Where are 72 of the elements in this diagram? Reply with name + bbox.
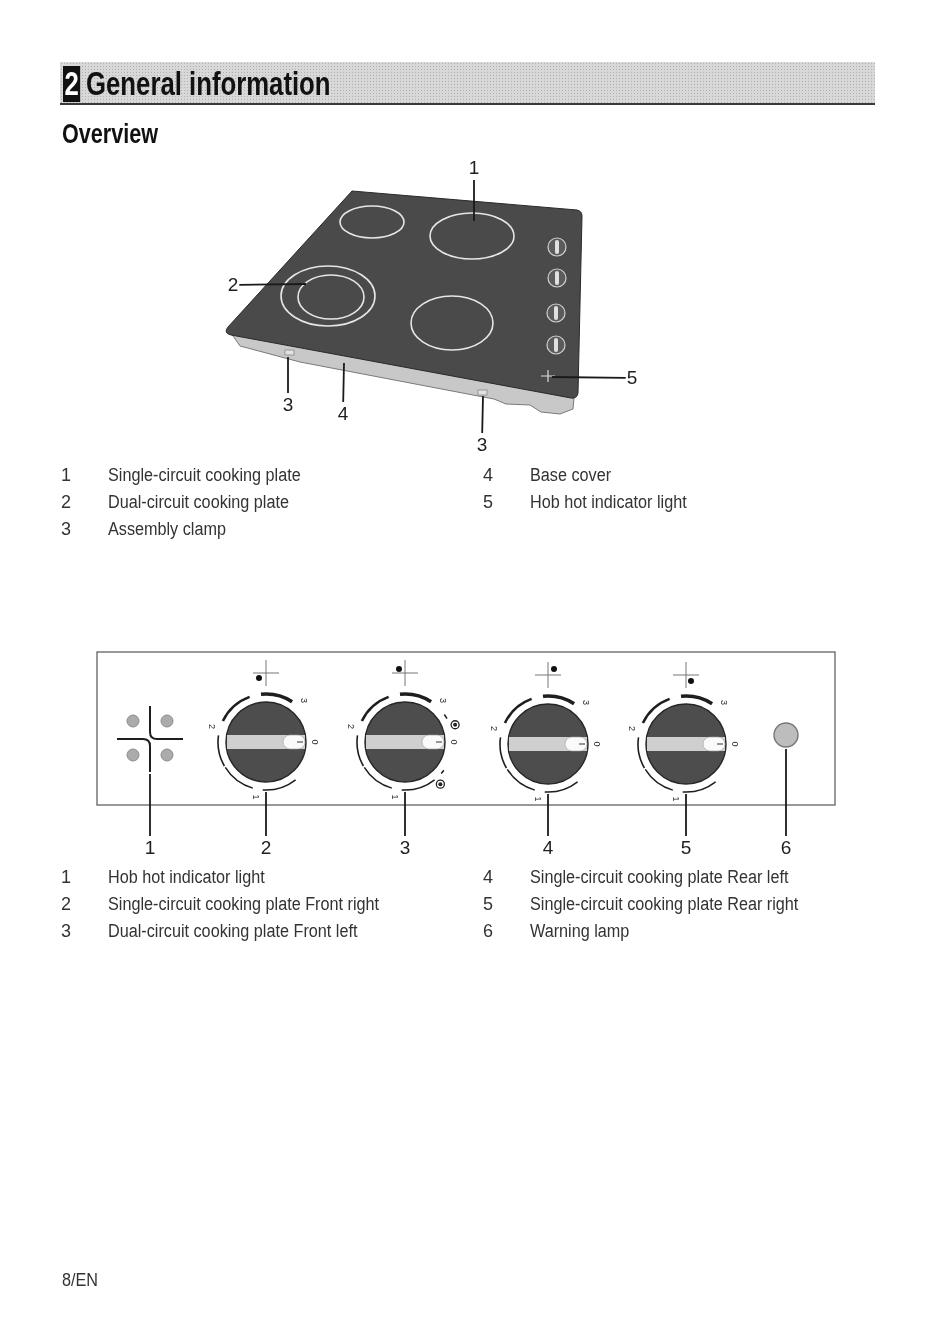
leader-line xyxy=(287,356,289,394)
list-number: 2 xyxy=(61,492,71,512)
dial-number: 1 xyxy=(251,794,262,800)
list-number: 1 xyxy=(61,465,71,485)
callout-number: 2 xyxy=(227,274,239,296)
list-text: Dual-circuit cooking plate Front left xyxy=(108,921,358,941)
list-text: Single-circuit cooking plate Rear left xyxy=(530,867,789,887)
dial-number: 0 xyxy=(310,739,320,745)
dial-number: 1 xyxy=(533,796,544,802)
callout-number: 1 xyxy=(144,837,156,859)
dial-number: 0 xyxy=(449,739,459,745)
dial-number: 2 xyxy=(207,724,218,730)
list-text: Single-circuit cooking plate Rear right xyxy=(530,894,799,914)
callout-number: 2 xyxy=(260,837,272,859)
list-number: 3 xyxy=(61,921,71,941)
dial-number: 3 xyxy=(437,697,448,703)
list-number: 5 xyxy=(483,894,493,914)
leader-line xyxy=(547,793,549,837)
callout-number: 1 xyxy=(468,157,480,179)
page-number: 8/EN xyxy=(62,1270,99,1290)
leader-line xyxy=(551,376,627,379)
list-text: Base cover xyxy=(530,465,612,485)
callout-number: 5 xyxy=(626,367,638,389)
dial-number: 1 xyxy=(671,796,682,802)
list-text: Dual-circuit cooking plate xyxy=(108,492,289,512)
dial-number: 3 xyxy=(718,699,729,705)
list-number: 1 xyxy=(61,867,71,887)
callout-number: 4 xyxy=(337,403,349,425)
hot-indicator-icon xyxy=(116,705,184,773)
dial-number: 1 xyxy=(390,794,401,800)
dial-number: 2 xyxy=(346,724,357,730)
callout-number: 3 xyxy=(399,837,411,859)
leader-line xyxy=(404,791,406,837)
list-number: 6 xyxy=(483,921,493,941)
dial-number: 3 xyxy=(580,699,591,705)
callout-number: 6 xyxy=(780,837,792,859)
leader-line xyxy=(481,395,484,434)
dial-number: 0 xyxy=(592,741,602,747)
lamp-icon xyxy=(773,722,799,748)
list-number: 3 xyxy=(61,519,71,539)
control-knob xyxy=(356,692,460,791)
list-number: 4 xyxy=(483,867,493,887)
chapter-number: 2 xyxy=(63,66,81,102)
control-knob xyxy=(499,694,589,793)
dial-number: 3 xyxy=(298,697,309,703)
callout-number: 4 xyxy=(542,837,554,859)
page-title: General information xyxy=(86,66,331,102)
list-text: Hob hot indicator light xyxy=(530,492,687,512)
section-heading: Overview xyxy=(62,119,159,149)
control-knob xyxy=(637,694,727,793)
leader-line xyxy=(785,748,787,837)
list-text: Hob hot indicator light xyxy=(108,867,265,887)
list-text: Single-circuit cooking plate xyxy=(108,465,301,485)
list-text: Warning lamp xyxy=(530,921,630,941)
dial-number: 2 xyxy=(489,726,500,732)
dial-number: 0 xyxy=(730,741,740,747)
leader-line xyxy=(473,179,475,222)
list-number: 4 xyxy=(483,465,493,485)
list-text: Assembly clamp xyxy=(108,519,226,539)
list-text: Single-circuit cooking plate Front right xyxy=(108,894,380,914)
control-knob xyxy=(217,692,307,791)
callout-number: 3 xyxy=(282,394,294,416)
callout-number: 5 xyxy=(680,837,692,859)
leader-line xyxy=(342,362,345,403)
list-number: 2 xyxy=(61,894,71,914)
list-number: 5 xyxy=(483,492,493,512)
leader-line xyxy=(265,791,267,837)
leader-line xyxy=(238,283,307,286)
callout-number: 3 xyxy=(476,434,488,456)
dial-number: 2 xyxy=(627,726,638,732)
leader-line xyxy=(685,793,687,837)
leader-line xyxy=(149,773,151,837)
